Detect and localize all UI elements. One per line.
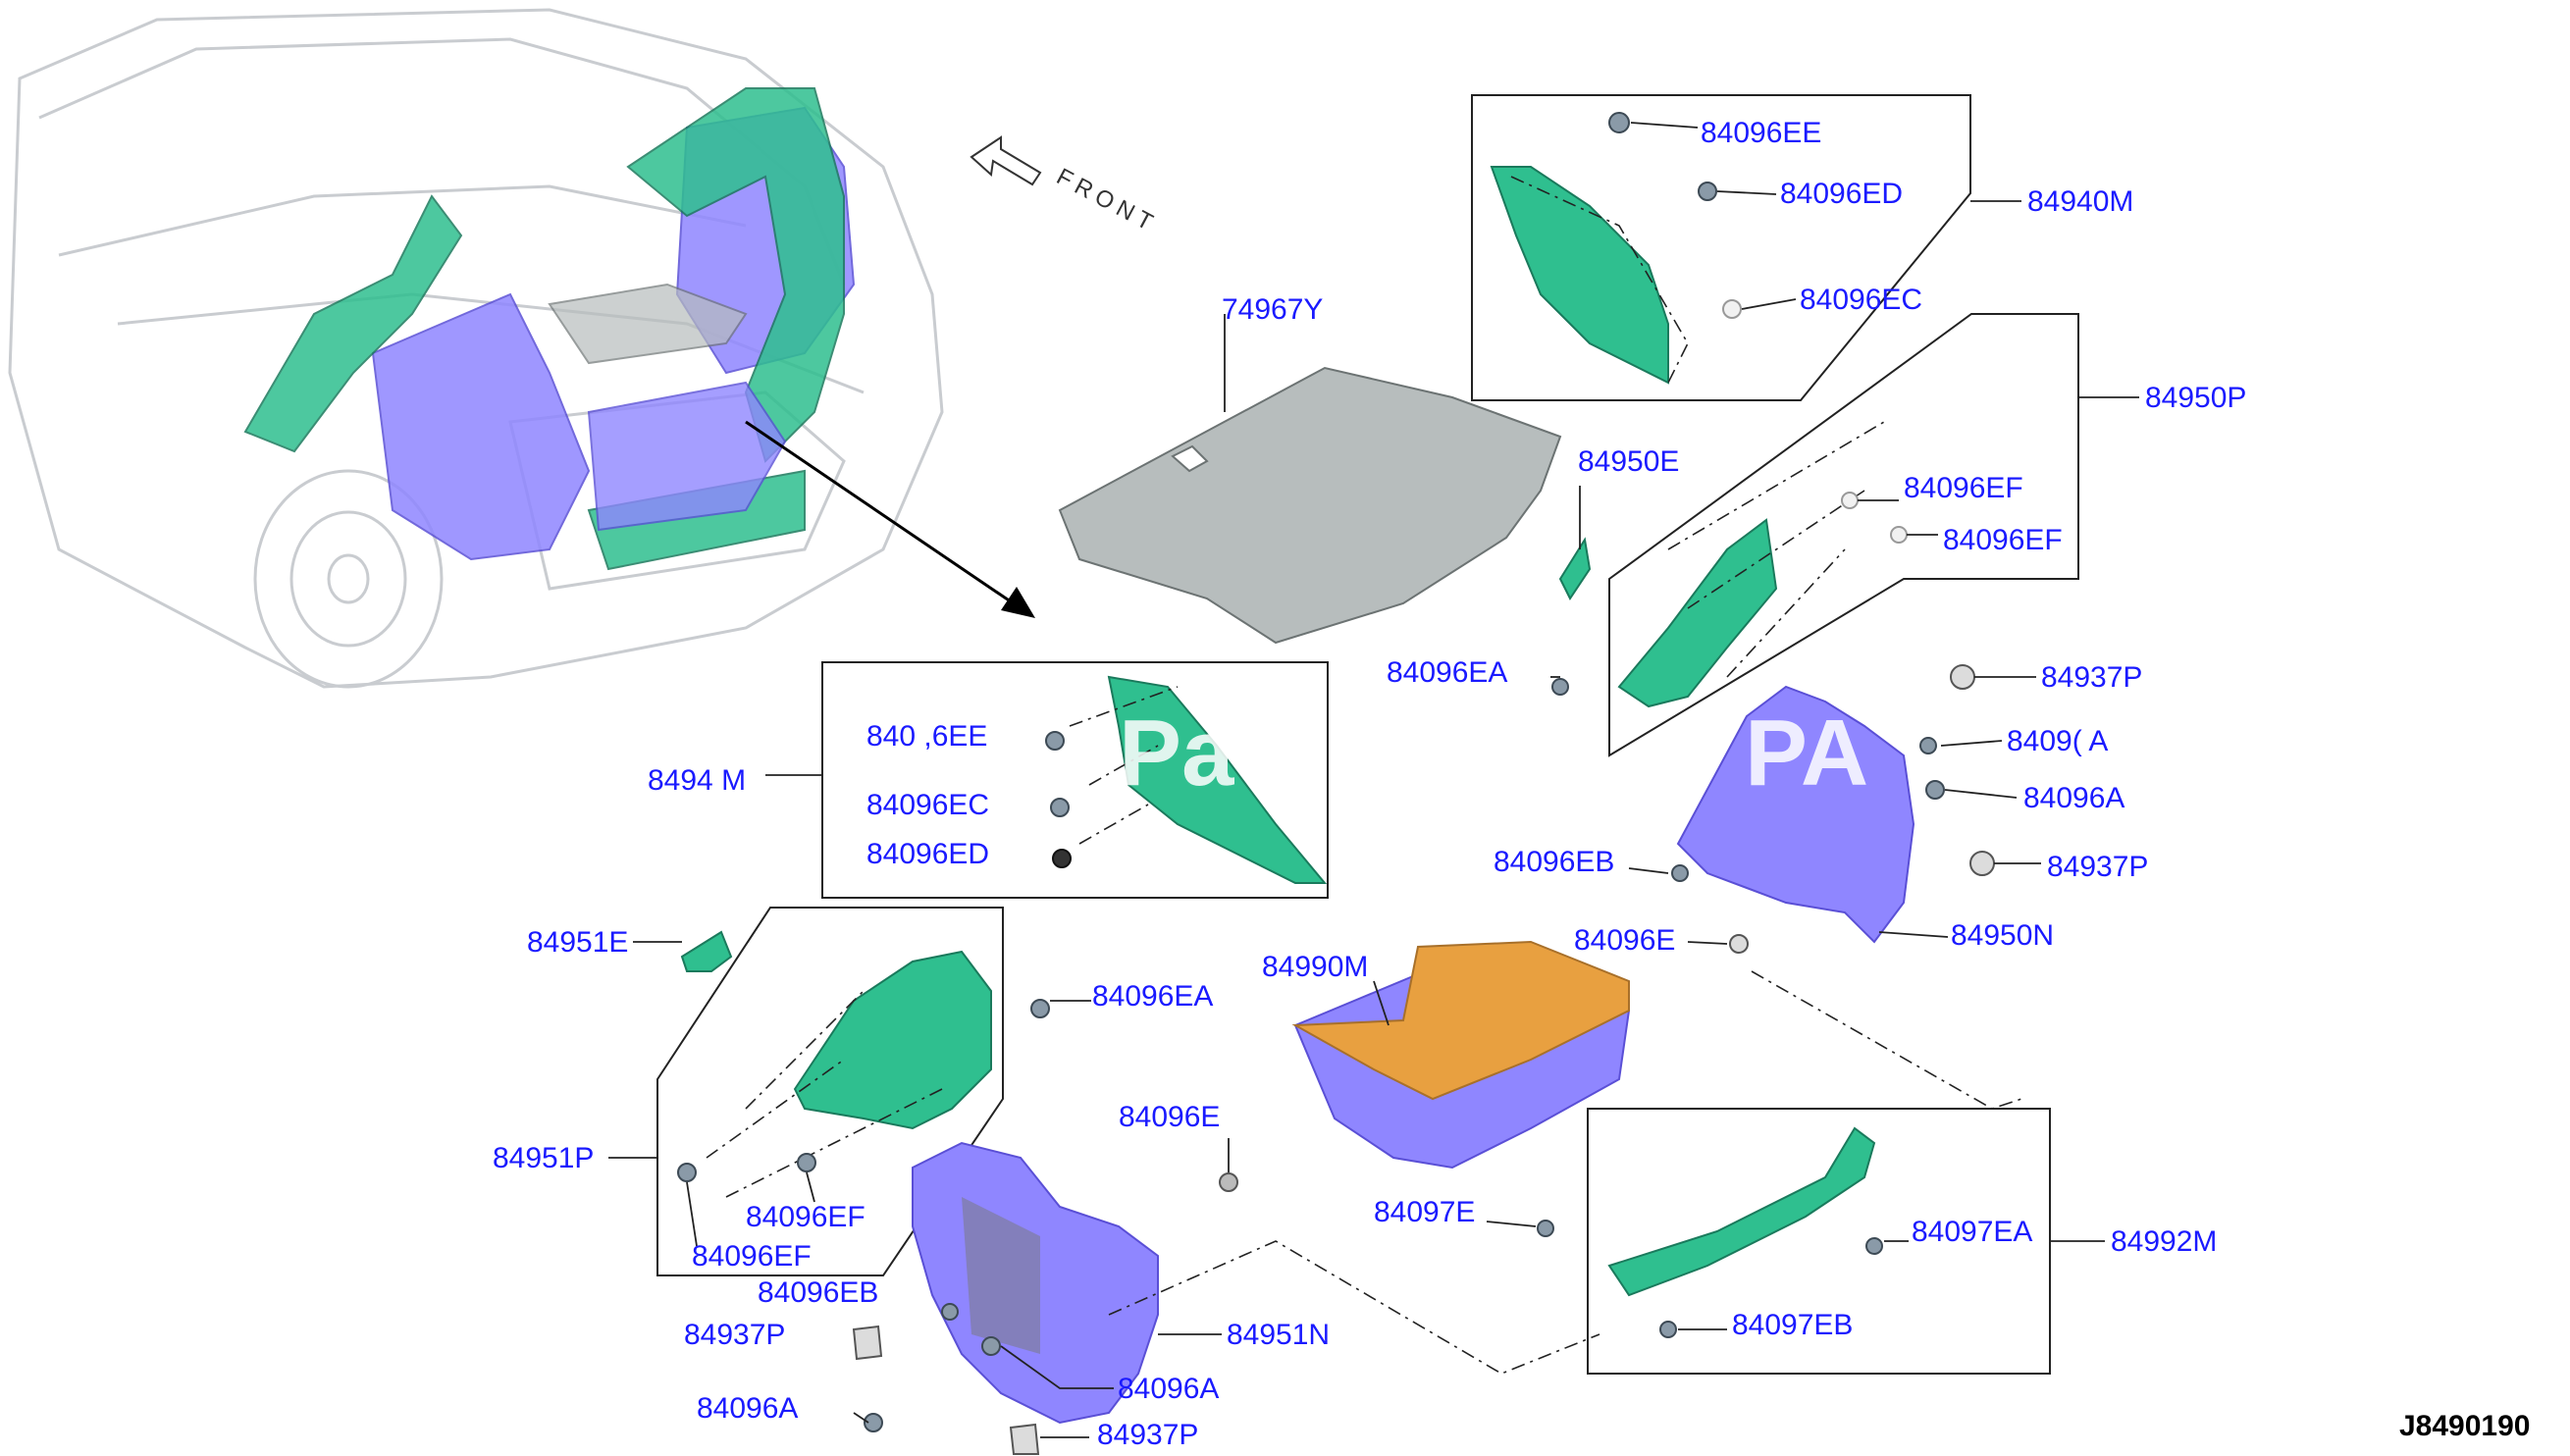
label-84950P: 84950P [2145,382,2246,414]
box-84950P: 84950P 84950E 84096EF 84096EF [1558,313,2246,757]
label-84937P-c: 84937P [684,1319,785,1351]
label-84950N: 84950N [1951,919,2054,952]
label-84097EB: 84097EB [1732,1309,1853,1341]
label-84096EA-b: 84096EA [1092,980,1213,1013]
label-84937P-b: 84937P [2047,851,2148,883]
label-84950E: 84950E [1578,445,1679,478]
label-84096A-c: 84096A [697,1392,798,1425]
label-84990M: 84990M [1262,951,1368,983]
label-84937P-d: 84937P [1097,1419,1198,1451]
label-84096EC-a: 84096EC [1800,284,1922,316]
front-indicator: FRONT [970,135,1162,238]
label-84096EF-a: 84096EF [1904,472,2023,504]
label-84096E-a: 84096E [1574,924,1675,957]
callout-arrow [745,420,1035,618]
front-label: FRONT [1052,163,1162,238]
label-84096A-b: 84096A [1118,1373,1219,1405]
label-84096EF-d: 84096EF [692,1240,812,1273]
label-84992M: 84992M [2111,1225,2217,1258]
part-74967Y: 74967Y [1058,293,1562,645]
label-84096ED-b: 84096ED [866,838,989,870]
part-84990M: 84990M [1262,940,1631,1170]
label-84096E-b: 84096E [1119,1101,1220,1133]
label-84096EF-c: 84096EF [746,1201,865,1233]
box-84941M: 840 ,6EE 8494 M 84096EC 84096ED Pa PA [648,661,1868,899]
label-840-EE: 840 ,6EE [866,720,987,753]
label-84951E: 84951E [527,926,628,959]
label-84096EB-a: 84096EB [1494,846,1614,878]
label-84097EA: 84097EA [1912,1216,2032,1248]
part-84950N: 84096EA 84937P 8409( A 84096A 84937P 840… [1387,656,2148,957]
label-84940M: 84940M [2027,185,2133,218]
part-84096EA-b: 84096EA [1030,980,1213,1018]
watermark-right: PA [1745,701,1868,806]
box-84951P: 84951P 84096EF 84096EF [493,907,1004,1276]
label-84096EB-b: 84096EB [758,1276,878,1309]
label-84096EC-b: 84096EC [866,789,989,821]
watermark-left: Pa [1119,701,1234,806]
label-74967Y: 74967Y [1222,293,1323,326]
label-84096EF-b: 84096EF [1943,524,2063,556]
label-84097E: 84097E [1374,1196,1475,1228]
figure-code: J8490190 [2399,1410,2530,1442]
label-8409-A: 8409( A [2007,725,2108,757]
label-84096A-a: 84096A [2023,782,2124,814]
label-84096EA-a: 84096EA [1387,656,1507,689]
vehicle-illustration [8,8,944,689]
part-84951E: 84951E [527,926,733,972]
label-8494-M: 8494 M [648,764,746,797]
label-84951N: 84951N [1227,1319,1330,1351]
label-84951P: 84951P [493,1142,594,1174]
label-84937P-a: 84937P [2041,661,2142,694]
box-84992M: 84097E 84097EA 84992M 84097EB [1374,1108,2217,1375]
part-84951N: 84096E 84096EB 84937P 84951N 84096A 8409… [684,1101,1330,1455]
box-84940M: 84096EE 84096ED 84096EC 84940M [1471,94,2133,401]
label-84096EE-a: 84096EE [1701,117,1821,149]
label-84096ED-a: 84096ED [1780,178,1903,210]
